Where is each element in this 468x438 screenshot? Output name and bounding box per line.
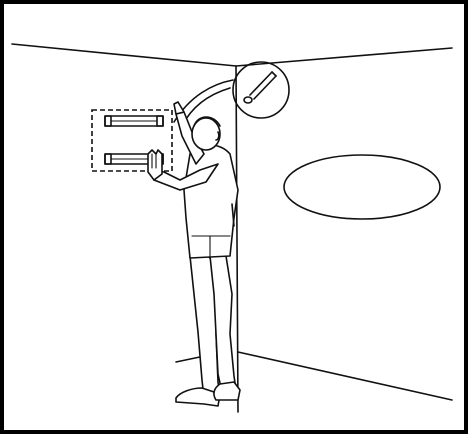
wall-oval-marker bbox=[283, 154, 441, 220]
upper-bracket-icon bbox=[104, 115, 164, 127]
wall-mount-bracket-group bbox=[91, 109, 173, 172]
floor-line-right bbox=[237, 351, 453, 401]
person-installing-icon bbox=[147, 101, 241, 407]
installation-illustration bbox=[11, 43, 453, 413]
wall-edge-mark bbox=[231, 203, 235, 227]
highlight-dashed-box bbox=[91, 109, 173, 172]
wall-corner-line bbox=[235, 65, 239, 413]
ceiling-mount-detail-icon bbox=[173, 61, 290, 127]
ceiling-line-right bbox=[235, 47, 453, 67]
ceiling-line-left bbox=[11, 43, 237, 67]
room-walls bbox=[11, 43, 453, 413]
